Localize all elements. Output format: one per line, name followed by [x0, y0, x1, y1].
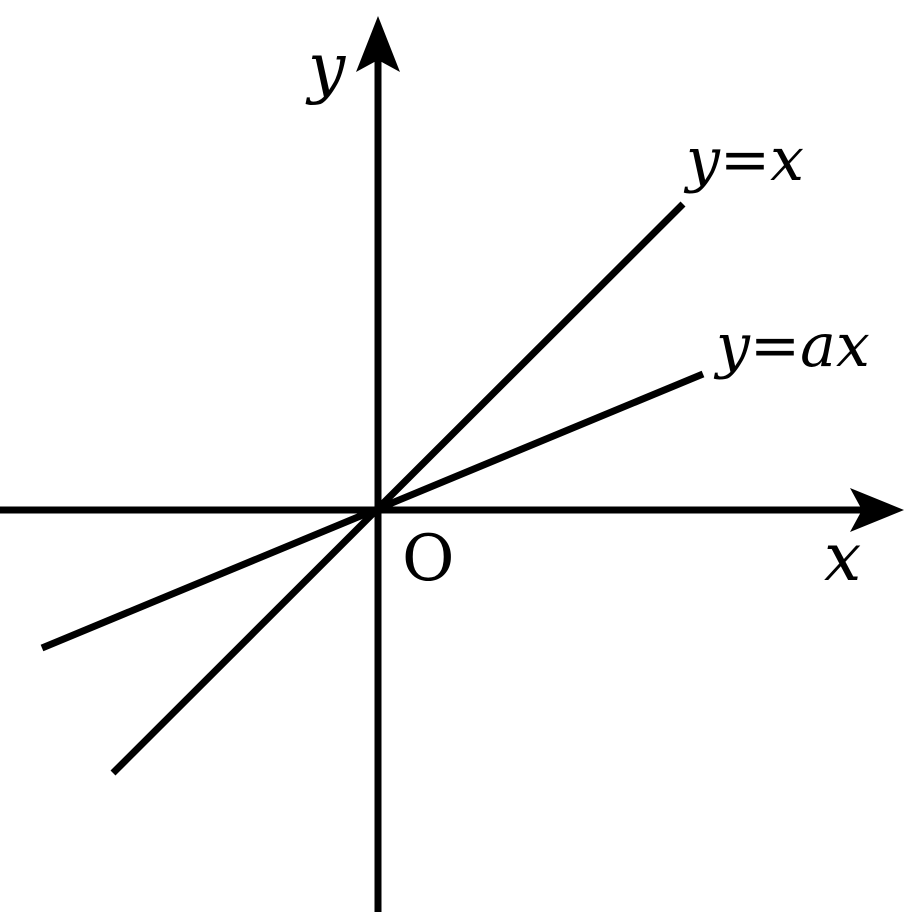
y-axis-label: y: [305, 29, 346, 106]
origin-label: O: [402, 522, 454, 596]
line-label-y-equals-ax: y=ax: [713, 311, 870, 381]
y-axis-arrowhead: [356, 16, 400, 72]
line-y-equals-ax: [40, 370, 705, 652]
x-axis-label: x: [824, 519, 861, 596]
line-label-y-equals-x: y=x: [683, 125, 804, 195]
line-y-equals-x: [110, 201, 686, 776]
x-axis-arrowhead: [850, 488, 904, 532]
